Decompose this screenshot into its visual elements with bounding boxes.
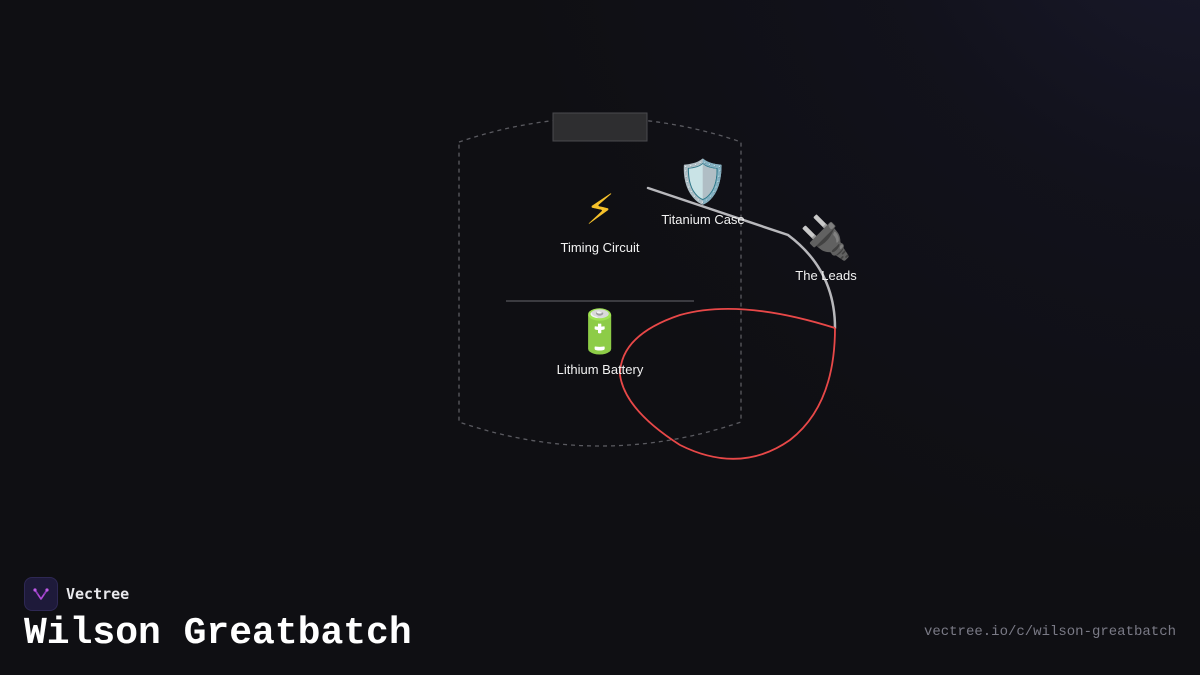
page-url[interactable]: vectree.io/c/wilson-greatbatch (923, 624, 1176, 640)
node-the-leads: 🔌 The Leads (795, 213, 857, 284)
shield-icon: 🛡️ (676, 157, 730, 206)
page-title: Wilson Greatbatch (24, 612, 412, 655)
timing-circuit-label: Timing Circuit (560, 240, 640, 255)
node-lithium-battery: 🔋 Lithium Battery (556, 307, 644, 378)
node-timing-circuit: ⚡ Timing Circuit (560, 185, 640, 256)
lead-loop (619, 307, 836, 460)
vectree-logo-mark (33, 588, 49, 600)
titanium-case-label: Titanium Case (661, 212, 745, 227)
battery-icon: 🔋 (573, 307, 627, 356)
lead-wire (646, 186, 837, 330)
lithium-battery-label: Lithium Battery (556, 362, 644, 377)
header-block (552, 112, 648, 142)
vectree-logo-icon (24, 577, 58, 611)
brand: Vectree (24, 577, 129, 611)
the-leads-label: The Leads (795, 268, 857, 283)
node-titanium-case: 🛡️ Titanium Case (661, 157, 745, 228)
lightning-icon: ⚡ (585, 185, 615, 234)
plug-icon: 🔌 (799, 213, 853, 262)
brand-name: Vectree (66, 585, 130, 603)
